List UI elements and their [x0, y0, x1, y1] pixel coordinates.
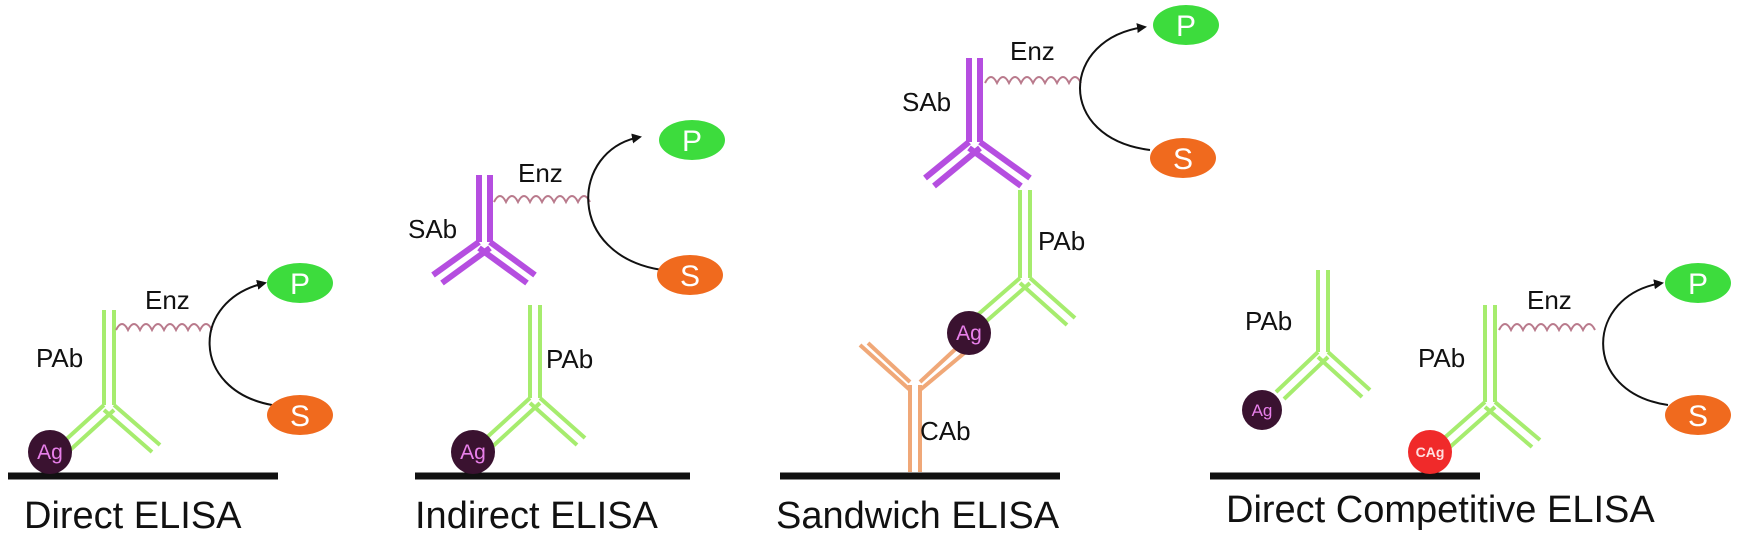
- caption-direct: Direct ELISA: [24, 495, 242, 535]
- enzyme-coil: [115, 323, 213, 333]
- free-antigen-circle: [1242, 390, 1282, 430]
- antigen-circle: [451, 430, 495, 474]
- product-ellipse: [1153, 5, 1219, 45]
- substrate-ellipse: [657, 255, 723, 295]
- competing-antigen-circle: [1408, 430, 1452, 474]
- caption-competitive: Direct Competitive ELISA: [1226, 489, 1655, 531]
- pab-label: PAb: [1038, 226, 1085, 256]
- sab-label: SAb: [408, 214, 457, 244]
- substrate-ellipse: [1665, 395, 1731, 435]
- primary-antibody: [58, 310, 162, 454]
- substrate-label: S: [680, 260, 700, 293]
- substrate-ellipse: [1150, 138, 1216, 178]
- substrate-label: S: [1173, 143, 1193, 176]
- product-label: P: [682, 125, 702, 158]
- product-ellipse: [1665, 263, 1731, 303]
- reaction-arrow: [587, 133, 663, 271]
- primary-antibody: [482, 305, 587, 449]
- sab-label: SAb: [902, 87, 951, 117]
- reaction-arrow: [208, 279, 273, 406]
- panel-indirect: P S Ag SAb Enz PAb Indirect ELISA: [408, 120, 725, 535]
- reaction-arrow: [1602, 279, 1669, 406]
- enz-label: Enz: [145, 285, 190, 315]
- panel-direct: P S Ag PAb Enz Direct ELISA: [8, 263, 333, 535]
- cab-label: CAb: [920, 416, 971, 446]
- enz-label: Enz: [1527, 285, 1572, 315]
- substrate-ellipse: [267, 395, 333, 435]
- secondary-antibody: [431, 175, 537, 286]
- product-label: P: [290, 268, 310, 301]
- primary-antibody: [972, 190, 1077, 327]
- enzyme-coil: [1498, 323, 1596, 333]
- enzyme-coil: [984, 76, 1082, 86]
- caption-indirect: Indirect ELISA: [415, 495, 659, 535]
- pab-label: PAb: [36, 343, 83, 373]
- pab-label: PAb: [1418, 343, 1465, 373]
- reaction-arrow: [1079, 23, 1151, 151]
- antigen-circle: [28, 430, 72, 474]
- panel-sandwich: P S Ag SAb Enz PAb CAb Sandwich ELISA: [776, 5, 1219, 535]
- enzyme-coil: [493, 195, 591, 205]
- antigen-circle: [947, 311, 991, 355]
- antigen-label: Ag: [956, 322, 982, 345]
- panel-competitive: Ag PAb P S CAg PAb Enz Direct Competitiv…: [1210, 263, 1731, 531]
- enz-label: Enz: [518, 158, 563, 188]
- substrate-label: S: [1688, 400, 1708, 433]
- free-primary-antibody: [1274, 270, 1372, 401]
- substrate-label: S: [290, 400, 310, 433]
- competing-antigen-label: CAg: [1416, 444, 1445, 460]
- product-ellipse: [267, 263, 333, 303]
- antigen-label: Ag: [460, 441, 486, 464]
- free-pab-label: PAb: [1245, 306, 1292, 336]
- capture-antibody: [858, 341, 970, 472]
- enz-label: Enz: [1010, 36, 1055, 66]
- free-antigen-label: Ag: [1252, 401, 1273, 420]
- product-ellipse: [659, 120, 725, 160]
- product-label: P: [1176, 10, 1196, 43]
- antigen-label: Ag: [37, 441, 63, 464]
- secondary-antibody: [923, 58, 1032, 189]
- caption-sandwich: Sandwich ELISA: [776, 495, 1060, 535]
- primary-antibody: [1440, 305, 1542, 449]
- product-label: P: [1688, 268, 1708, 301]
- pab-label: PAb: [546, 344, 593, 374]
